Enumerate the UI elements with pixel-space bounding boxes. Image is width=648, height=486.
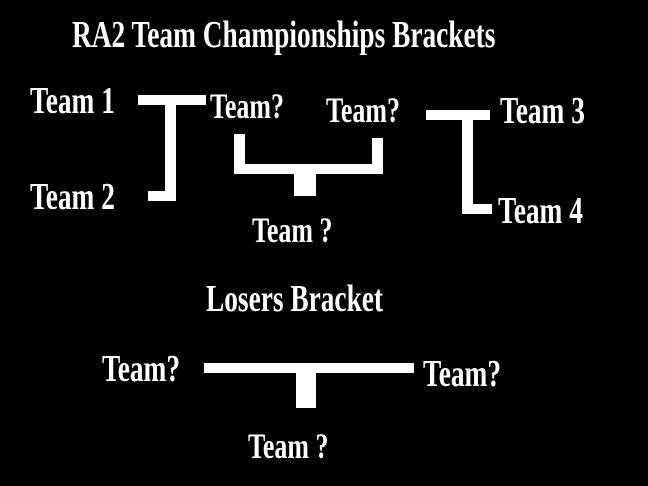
- team-1-label: Team 1: [30, 80, 115, 122]
- bracket-line-team3: [426, 110, 490, 120]
- team-4-label: Team 4: [498, 190, 583, 232]
- losers-bracket-title: Losers Bracket: [206, 278, 384, 320]
- right-semifinal-winner-label: Team?: [326, 90, 400, 130]
- final-bracket-left-vertical: [234, 134, 245, 174]
- final-bracket-stem: [294, 170, 316, 196]
- bracket-line-right-vertical: [462, 112, 473, 214]
- losers-winner-label: Team ?: [248, 426, 329, 466]
- bracket-line-team4: [462, 204, 492, 214]
- page-title: RA2 Team Championships Brackets: [72, 14, 496, 56]
- team-2-label: Team 2: [30, 176, 115, 218]
- final-bracket-horizontal: [234, 164, 383, 174]
- losers-right-team-label: Team?: [423, 353, 502, 395]
- bracket-line-left-vertical: [165, 100, 176, 201]
- losers-left-team-label: Team?: [102, 348, 181, 390]
- bracket-line-team2: [148, 191, 176, 201]
- team-3-label: Team 3: [500, 90, 585, 132]
- left-semifinal-winner-label: Team?: [210, 86, 284, 126]
- final-winner-label: Team ?: [252, 210, 333, 250]
- final-bracket-right-vertical: [372, 138, 383, 174]
- losers-bracket-stem: [296, 368, 316, 408]
